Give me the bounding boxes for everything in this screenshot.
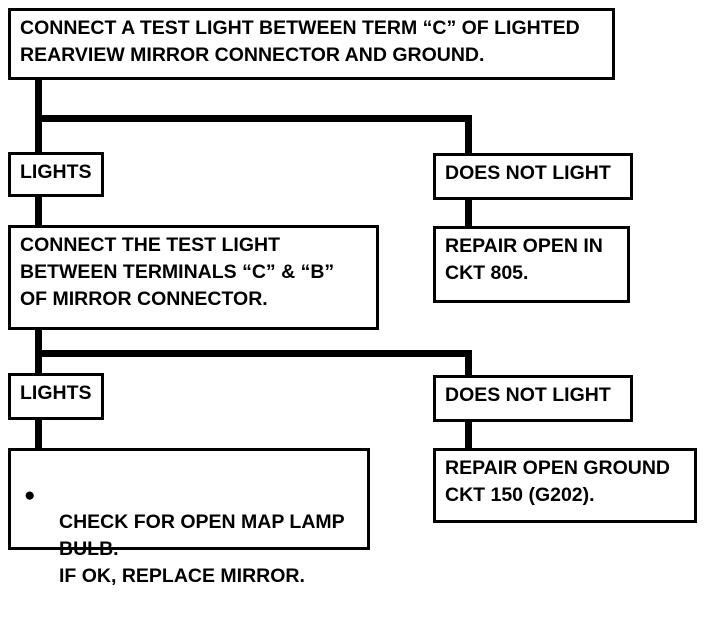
repair-open-ckt805-box: REPAIR OPEN IN CKT 805. (433, 226, 630, 303)
connector-drop-2-right (465, 350, 472, 376)
flowchart: CONNECT A TEST LIGHT BETWEEN TERM “C” OF… (8, 8, 697, 587)
final-action-text: CHECK FOR OPEN MAP LAMP BULB. IF OK, REP… (59, 511, 345, 587)
final-action-item: ● CHECK FOR OPEN MAP LAMP BULB. IF OK, RE… (24, 482, 357, 590)
connector-branch-1 (35, 115, 472, 122)
final-action-box: ● CHECK FOR OPEN MAP LAMP BULB. IF OK, RE… (8, 448, 370, 587)
connector-branch-2 (35, 350, 472, 357)
connector-lights-2-down (35, 418, 42, 450)
repair-open-ground-box: REPAIR OPEN GROUND CKT 150 (G202). (433, 448, 697, 523)
step2-no-light-box: DOES NOT LIGHT (433, 375, 633, 422)
step2-lights-box: LIGHTS (8, 373, 104, 420)
bullet-icon: ● (24, 485, 36, 506)
step1-no-light-box: DOES NOT LIGHT (433, 153, 633, 200)
step2-box: CONNECT THE TEST LIGHT BETWEEN TERMINALS… (8, 225, 379, 330)
connector-lights-1-down (35, 195, 42, 227)
connector-no-light-2-down (465, 420, 472, 450)
connector-drop-1-right (465, 115, 472, 155)
step1-box: CONNECT A TEST LIGHT BETWEEN TERM “C” OF… (8, 8, 615, 80)
step1-lights-box: LIGHTS (8, 152, 104, 197)
connector-no-light-1-down (465, 198, 472, 228)
